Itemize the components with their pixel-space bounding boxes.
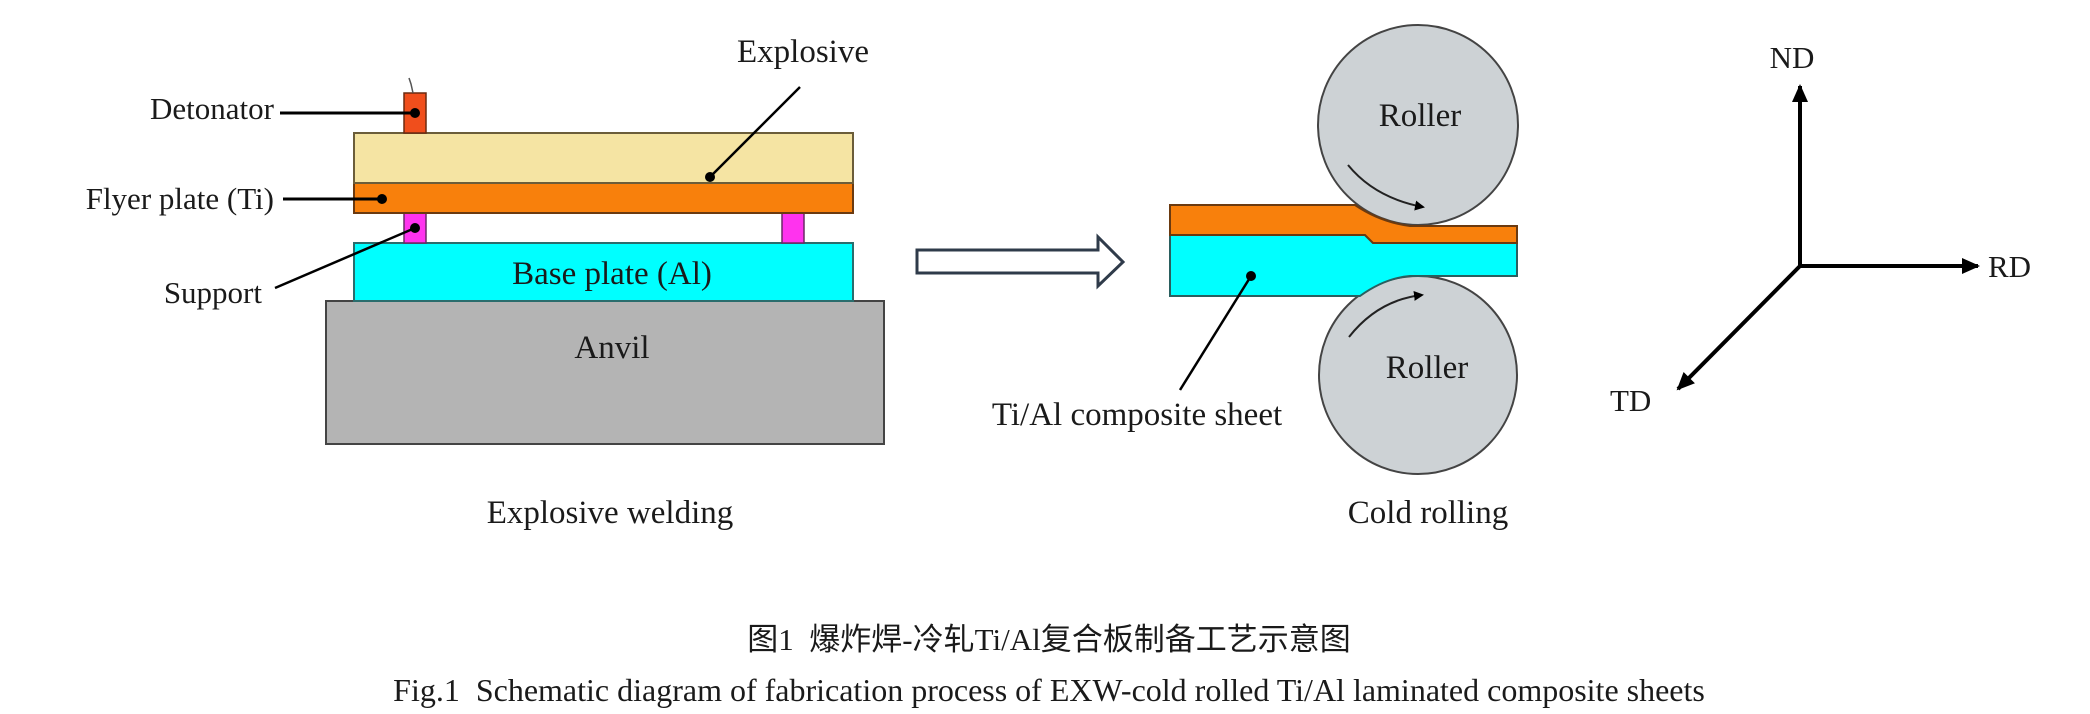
cold-rolling-setup: Roller Roller Ti/Al composite sheet Cold… [992,24,1519,531]
process-arrow-icon [915,233,1126,290]
explosive-welding-setup: Explosive Detonator Flyer plate (Ti) Sup… [86,34,885,531]
coordinate-axes: ND RD TD [1610,40,2031,418]
sheet-label: Ti/Al composite sheet [992,397,1282,433]
roller-bottom-rotation-icon [1348,290,1424,338]
flyer-plate-ti [353,182,854,214]
nd-label: ND [1770,40,1815,75]
roller-top-label: Roller [1379,98,1461,134]
roller-bottom-label: Roller [1386,350,1468,386]
anvil [325,300,885,445]
td-label: TD [1610,383,1651,418]
explosive-welding-caption: Explosive welding [487,495,734,531]
flyer-plate-label: Flyer plate (Ti) [86,181,274,216]
anvil-label: Anvil [574,330,649,366]
roller-top-rotation-icon [1347,164,1425,211]
rd-label: RD [1988,249,2031,284]
figure-caption-en: Fig.1 Schematic diagram of fabrication p… [393,672,1705,708]
sheet-leader [1178,275,1253,391]
detonator-wire [408,77,414,94]
explosive-layer [353,132,854,184]
figure-caption-cn: 图1 爆炸焊-冷轧Ti/Al复合板制备工艺示意图 [747,622,1350,657]
detonator-dot [410,108,420,118]
detonator-label: Detonator [150,91,275,126]
support-label: Support [164,275,263,310]
flyer-dot [377,194,387,204]
base-plate-label: Base plate (Al) [512,256,712,292]
base-plate-al [353,242,854,302]
sheet-ti-layer [1169,204,1518,244]
cold-rolling-caption: Cold rolling [1348,495,1508,531]
support-leader [274,226,416,290]
td-axis-arrow [1676,264,1802,391]
support-right [781,212,805,244]
explosive-dot [705,172,715,182]
explosive-label: Explosive [737,34,869,70]
support-dot [410,223,420,233]
explosive-leader [709,86,801,178]
sheet-dot [1246,271,1256,281]
